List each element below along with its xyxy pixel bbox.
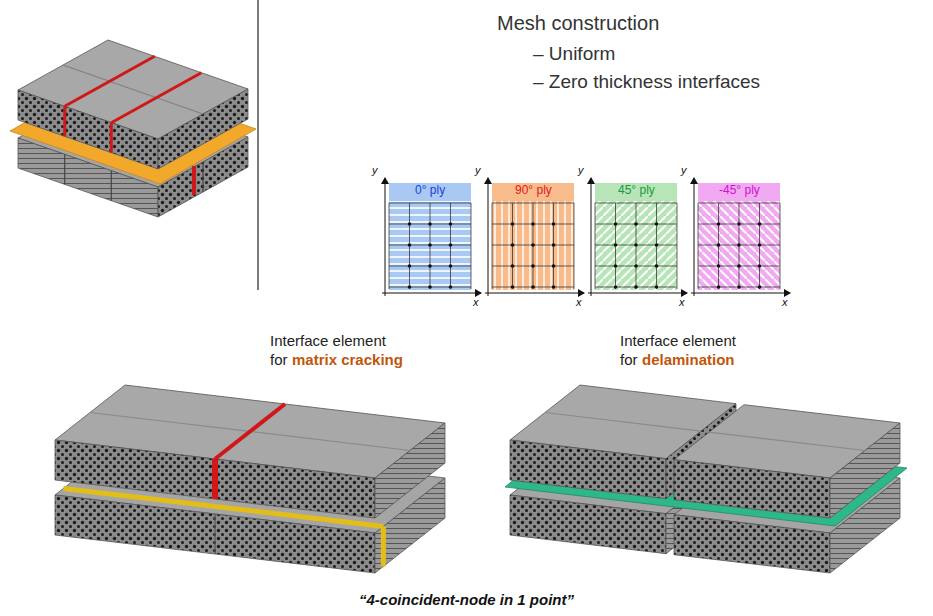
ply-title: 90° ply bbox=[515, 184, 552, 198]
bullet-item: – Zero thickness interfaces bbox=[533, 71, 760, 93]
matrix-cracking-illustration bbox=[55, 385, 445, 573]
laminate-overview bbox=[10, 40, 256, 217]
caption-note: “4-coincident-node in 1 point” bbox=[359, 591, 574, 608]
ply-title: 45° ply bbox=[618, 184, 655, 198]
axis-label: y bbox=[578, 164, 584, 177]
axis-label: x bbox=[782, 296, 788, 309]
callout-text: Interface element bbox=[270, 332, 386, 349]
callout-keyword: matrix cracking bbox=[292, 351, 403, 368]
callout-text: Interface element bbox=[620, 332, 736, 349]
axis-label: y bbox=[372, 164, 378, 177]
delamination-illustration bbox=[505, 385, 907, 573]
axis-label: x bbox=[679, 296, 685, 309]
callout-keyword: delamination bbox=[642, 351, 735, 368]
bullet-item: – Uniform bbox=[533, 43, 615, 65]
divider-line bbox=[257, 0, 258, 290]
callout-text: for bbox=[620, 351, 638, 368]
axis-label: y bbox=[475, 164, 481, 177]
ply-title: 0° ply bbox=[415, 184, 445, 198]
axis-label: x bbox=[473, 296, 479, 309]
axis-label: y bbox=[681, 164, 687, 177]
ply-title: -45° ply bbox=[719, 184, 760, 198]
axis-label: x bbox=[576, 296, 582, 309]
callout-text: for bbox=[270, 351, 288, 368]
heading: Mesh construction bbox=[497, 12, 659, 35]
ply-mesh-grids bbox=[382, 178, 790, 296]
